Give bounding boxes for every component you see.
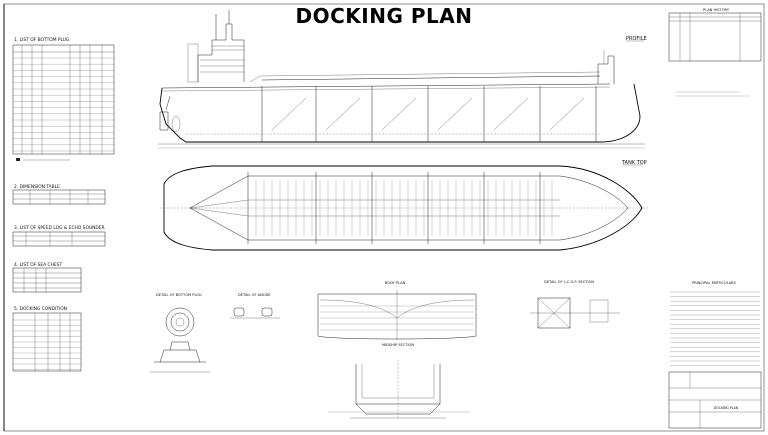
drawing-title: DOCKING PLAN bbox=[296, 4, 473, 28]
anode-detail bbox=[230, 307, 280, 319]
title-block: DOCKING PLAN bbox=[668, 371, 762, 429]
tank-top-label: TANK TOP bbox=[621, 160, 647, 166]
principal-particulars-title: PRINCIPAL PARTICULARS bbox=[692, 281, 737, 285]
drawing-line bbox=[381, 97, 417, 131]
speed-log-table bbox=[12, 231, 106, 247]
section-docking-condition-heading: 5. DOCKING CONDITION bbox=[14, 306, 67, 312]
detail-midship-title: MIDSHIP SECTION bbox=[382, 343, 414, 347]
drawing-line bbox=[493, 97, 529, 131]
detail-body-plan-title: BODY PLAN bbox=[385, 281, 406, 285]
detail-bottom-plug-title: DETAIL OF BOTTOM PLUG bbox=[156, 293, 202, 297]
dimension-table bbox=[12, 189, 106, 205]
plan-history-title: PLAN HISTORY bbox=[703, 8, 730, 12]
section-speed-log-heading: 3. LIST OF SPEED LOG & ECHO SOUNDER bbox=[14, 225, 105, 231]
plan-history-table bbox=[668, 12, 762, 62]
detail-lcg-title: DETAIL OF L.C.G.P. SECTION bbox=[544, 280, 594, 284]
ship-tank-top bbox=[160, 165, 648, 251]
midship-section bbox=[350, 360, 446, 419]
body-plan bbox=[317, 290, 477, 340]
bottom-plug-table bbox=[12, 44, 115, 155]
title-block-drawing-name: DOCKING PLAN bbox=[714, 406, 739, 410]
section-dimension-heading: 2. DIMENSION TABLE bbox=[14, 184, 60, 190]
detail-anode-title: DETAIL OF ANODE bbox=[238, 293, 271, 297]
drawing-line bbox=[549, 97, 585, 131]
section-sea-chest-heading: 4. LIST OF SEA CHEST bbox=[14, 262, 62, 268]
sea-chest-table bbox=[12, 267, 82, 293]
principal-particulars bbox=[670, 291, 760, 366]
bottom-plug-detail bbox=[150, 307, 210, 373]
bottom-plug-legend bbox=[16, 158, 70, 161]
drawing-line bbox=[271, 97, 307, 131]
general-notes bbox=[676, 91, 750, 97]
section-bottom-plug-heading: 1. LIST OF BOTTOM PLUG bbox=[14, 37, 70, 43]
drawing-line bbox=[437, 97, 473, 131]
profile-label: PROFILE bbox=[626, 36, 647, 42]
lcg-detail bbox=[530, 297, 620, 329]
ship-profile bbox=[158, 10, 645, 149]
drawing-line bbox=[325, 97, 361, 131]
docking-condition-table bbox=[12, 312, 82, 372]
